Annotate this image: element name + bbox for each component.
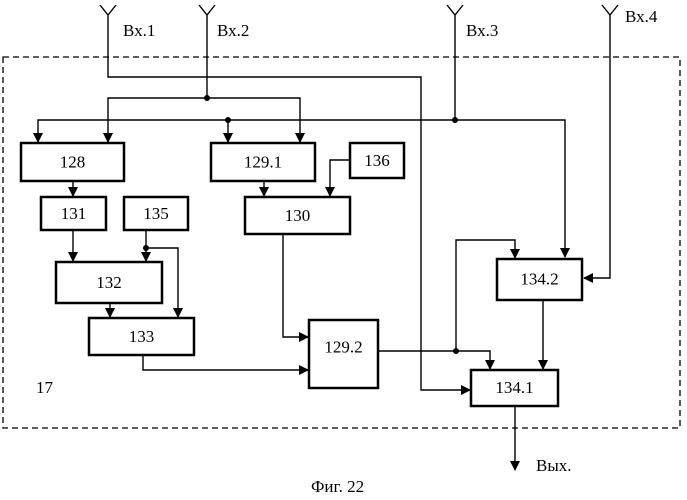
svg-text:129.1: 129.1 bbox=[244, 153, 282, 172]
input-label-2: Вх.2 bbox=[217, 21, 249, 40]
block-129-2: 129.2 bbox=[309, 320, 378, 388]
block-134-1: 134.1 bbox=[471, 370, 558, 406]
svg-text:131: 131 bbox=[61, 204, 87, 223]
block-134-2: 134.2 bbox=[497, 259, 582, 300]
block-131: 131 bbox=[41, 197, 106, 230]
input-label-1: Вх.1 bbox=[123, 21, 155, 40]
input-label-4: Вх.4 bbox=[625, 7, 658, 26]
block-136: 136 bbox=[350, 143, 404, 178]
svg-text:133: 133 bbox=[129, 327, 155, 346]
svg-text:129.2: 129.2 bbox=[324, 338, 362, 357]
svg-text:135: 135 bbox=[143, 204, 169, 223]
block-128: 128 bbox=[21, 143, 124, 181]
block-130: 130 bbox=[245, 197, 350, 234]
block-129-1: 129.1 bbox=[211, 143, 315, 181]
block-132: 132 bbox=[56, 262, 162, 303]
svg-text:134.2: 134.2 bbox=[520, 270, 558, 289]
svg-text:134.1: 134.1 bbox=[495, 378, 533, 397]
module-label: 17 bbox=[36, 378, 54, 397]
input-label-3: Вх.3 bbox=[466, 21, 498, 40]
block-133: 133 bbox=[89, 318, 194, 355]
svg-text:136: 136 bbox=[364, 151, 390, 170]
antenna-icons bbox=[100, 5, 618, 20]
block-135: 135 bbox=[124, 197, 188, 230]
output-label: Вых. bbox=[536, 456, 572, 475]
svg-text:132: 132 bbox=[96, 273, 122, 292]
svg-text:128: 128 bbox=[60, 153, 86, 172]
figure-caption: Фиг. 22 bbox=[311, 477, 364, 496]
svg-text:130: 130 bbox=[285, 206, 311, 225]
